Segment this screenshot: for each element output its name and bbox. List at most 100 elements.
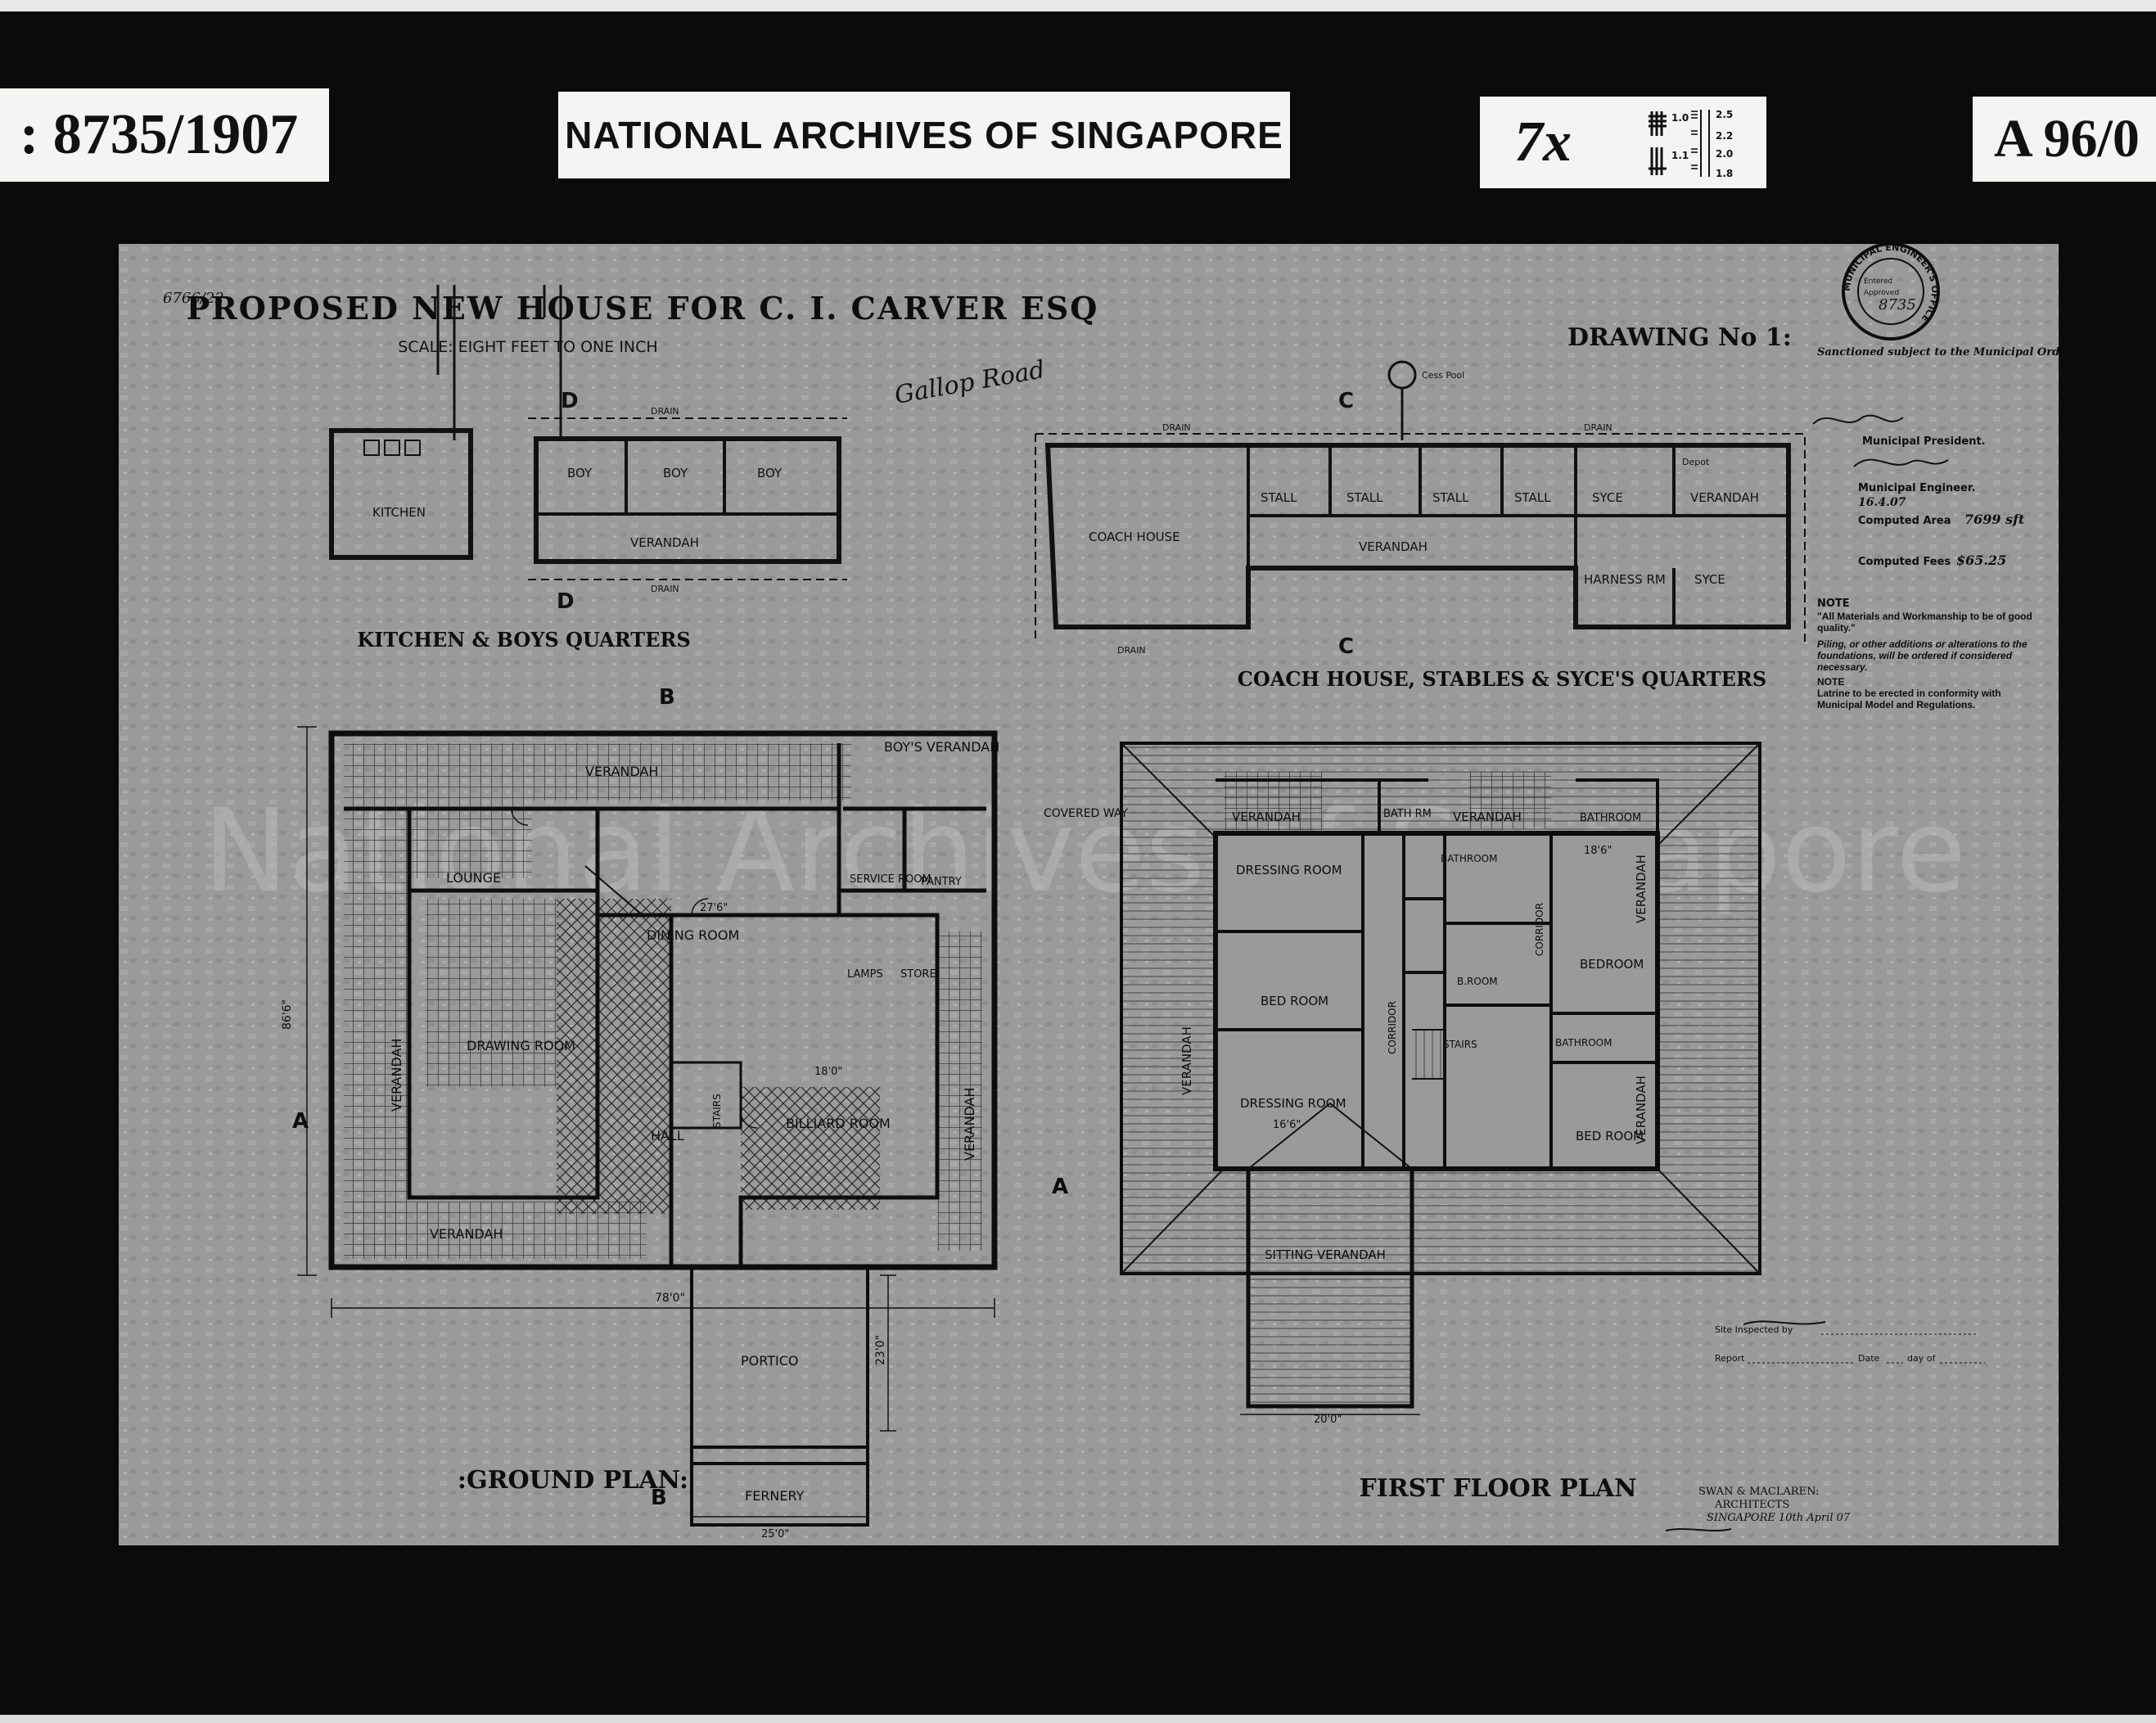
- gp-service-room: SERVICE ROOM: [850, 873, 931, 886]
- ff-corridor-1: CORRIDOR: [1387, 1001, 1398, 1054]
- section-mark-a-left: A: [292, 1109, 309, 1134]
- first-floor-plan-caption: FIRST FLOOR PLAN: [1359, 1474, 1636, 1503]
- report-label: Report: [1715, 1353, 1745, 1364]
- drawing-title: PROPOSED NEW HOUSE FOR C. I. CARVER ESQ: [187, 290, 1099, 327]
- gp-boys-verandah: BOY'S VERANDAH: [884, 739, 999, 755]
- note-line-1: "All Materials and Workmanship to be of …: [1817, 611, 2032, 634]
- drawing-scale: SCALE: EIGHT FEET TO ONE INCH: [398, 338, 657, 356]
- section-mark-a-right: A: [1052, 1175, 1068, 1199]
- res-text-1: 1.0: [1671, 112, 1689, 124]
- res-text-2: 1.1: [1671, 150, 1689, 161]
- kitchen-block: [329, 285, 847, 580]
- boy-room-label-1: BOY: [567, 466, 593, 480]
- note-line-4: Latrine to be erected in conformity with…: [1817, 688, 2001, 710]
- note-line-2: Piling, or other additions or alteration…: [1817, 638, 2027, 673]
- coach-verandah-label-2: VERANDAH: [1359, 539, 1428, 554]
- archive-name-text: NATIONAL ARCHIVES OF SINGAPORE: [565, 114, 1283, 156]
- stamp-date: 16.4.07: [1858, 496, 1906, 509]
- computed-area-value: 7699 sft: [1964, 512, 2025, 527]
- municipal-president: Municipal President.: [1862, 435, 1986, 448]
- note-body: "All Materials and Workmanship to be of …: [1817, 611, 2032, 710]
- ff-dim-dressing: 16'6": [1273, 1119, 1301, 1131]
- gp-hall: HALL: [651, 1128, 684, 1143]
- stamp-approved: Approved: [1864, 289, 1899, 297]
- coach-block: [1035, 360, 1806, 642]
- gp-dim-depth: 86'6": [281, 999, 294, 1030]
- stall-label-3: STALL: [1432, 490, 1469, 505]
- gp-verandah-left: VERANDAH: [389, 1039, 404, 1112]
- gp-covered-way: COVERED WAY: [1044, 807, 1128, 820]
- ff-dressing-room-2: DRESSING ROOM: [1240, 1096, 1346, 1111]
- kitchen-block-caption: KITCHEN & BOYS QUARTERS: [357, 628, 690, 652]
- gp-verandah-bottom: VERANDAH: [430, 1226, 503, 1242]
- file-number-label: : 8735/1907: [0, 88, 329, 182]
- note-heading: NOTE: [1817, 598, 1850, 610]
- gp-pantry: PANTRY: [921, 876, 962, 888]
- ff-dressing-room-1: DRESSING ROOM: [1236, 863, 1342, 877]
- coach-house-label: COACH HOUSE: [1089, 530, 1180, 544]
- ff-bathroom-4: BATHROOM: [1555, 1037, 1612, 1049]
- stamp-entered: Entered: [1864, 277, 1892, 286]
- ff-verandah-top-left: VERANDAH: [1232, 810, 1301, 824]
- first-floor-plan: [1120, 742, 1761, 1415]
- stall-label-4: STALL: [1514, 490, 1551, 505]
- film-edge-bottom: [0, 1715, 2156, 1723]
- ff-verandah-top-right: VERANDAH: [1453, 810, 1522, 824]
- kitchen-room-label: KITCHEN: [372, 505, 426, 520]
- section-mark-d-bottom: D: [557, 589, 575, 614]
- gp-drawing-room: DRAWING ROOM: [467, 1038, 575, 1053]
- ff-bed-room-3: BED ROOM: [1576, 1129, 1644, 1143]
- kitchen-drain-bottom: DRAIN: [651, 584, 679, 594]
- ff-bedroom-1: BEDROOM: [1580, 957, 1644, 972]
- stall-label-1: STALL: [1261, 490, 1297, 505]
- computed-fees-label: Computed Fees: [1858, 556, 1951, 568]
- res-text-3: 2.5: [1716, 109, 1733, 120]
- coach-drain-2: DRAIN: [1584, 422, 1612, 433]
- drawing-number: DRAWING No 1:: [1567, 323, 1792, 352]
- ff-bathroom-3: BATHROOM: [1441, 853, 1497, 864]
- computed-area-label: Computed Area: [1858, 515, 1951, 527]
- blueprint-sheet: National Archives of Singapore 6766/22 P…: [119, 244, 2059, 1545]
- kitchen-verandah-label: VERANDAH: [630, 535, 699, 550]
- coach-block-caption: COACH HOUSE, STABLES & SYCE'S QUARTERS: [1238, 667, 1766, 691]
- record-number-label: A 96/0: [1973, 97, 2156, 182]
- report-date-label: Date: [1858, 1353, 1880, 1364]
- syce-label-2: SYCE: [1694, 572, 1725, 587]
- gp-dim-portico: 23'0": [874, 1335, 887, 1365]
- ff-dim-bedroom: 18'6": [1584, 845, 1612, 857]
- record-number-text: A 96/0: [1994, 109, 2140, 169]
- ground-plan-caption: :GROUND PLAN:: [458, 1466, 688, 1495]
- stamp-number: 8735: [1879, 296, 1916, 313]
- gp-dim-billiard: 18'0": [814, 1066, 842, 1078]
- depot-label: Depot: [1682, 457, 1710, 467]
- section-mark-b-top: B: [659, 685, 675, 710]
- ff-bed-room-2: BED ROOM: [1261, 994, 1328, 1008]
- gp-dining-room: DINING ROOM: [647, 927, 739, 943]
- stamp-sanction-text: Sanctioned subject to the Municipal Ordi…: [1817, 346, 2059, 359]
- coach-verandah-label-1: VERANDAH: [1690, 490, 1759, 505]
- note-line-3: NOTE: [1817, 676, 1845, 688]
- gp-verandah-top: VERANDAH: [585, 764, 658, 779]
- ff-bathroom-2: BATHROOM: [1580, 812, 1641, 824]
- gp-verandah-right: VERANDAH: [962, 1088, 977, 1161]
- ff-b-room: B.ROOM: [1457, 976, 1498, 987]
- ff-corridor-2: CORRIDOR: [1534, 903, 1545, 956]
- ff-stairs: STAIRS: [1443, 1039, 1477, 1050]
- architects-role: ARCHITECTS: [1714, 1499, 1789, 1511]
- gp-dim-fernery: 25'0": [761, 1528, 789, 1540]
- magnification-text: 7x: [1514, 111, 1572, 174]
- ff-verandah-left: VERANDAH: [1179, 1026, 1194, 1095]
- resolution-target: 1.0 1.1 2.5 2.2 2.0 1.8: [1649, 109, 1733, 179]
- harness-room-label: HARNESS RM: [1584, 572, 1666, 587]
- syce-label-1: SYCE: [1592, 490, 1623, 505]
- boy-room-label-2: BOY: [663, 466, 688, 480]
- archive-name-label: NATIONAL ARCHIVES OF SINGAPORE: [558, 92, 1290, 178]
- stamp-sanction: Sanctioned subject to the Municipal Ordi…: [1817, 346, 2059, 359]
- architects-name: SWAN & MACLAREN:: [1698, 1486, 1819, 1498]
- section-mark-c-top: C: [1338, 389, 1354, 413]
- gp-lounge: LOUNGE: [446, 870, 501, 886]
- section-mark-d-top: D: [561, 389, 579, 413]
- municipal-engineer: Municipal Engineer.: [1858, 482, 1975, 494]
- gp-lamps: LAMPS: [847, 968, 883, 981]
